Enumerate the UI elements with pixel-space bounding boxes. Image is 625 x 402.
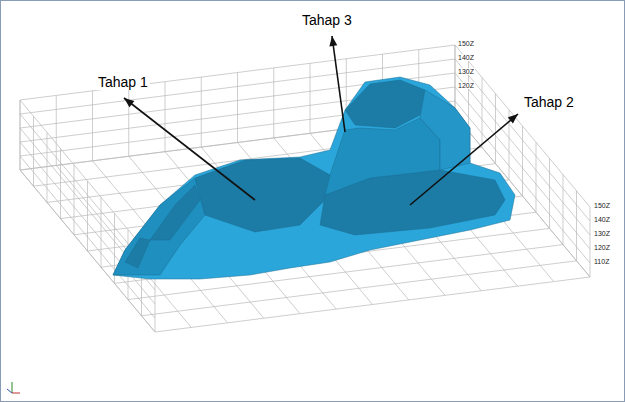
grid-line [576, 191, 577, 261]
grid-line [155, 277, 590, 332]
elevation-label: 120Z [457, 82, 475, 89]
dump-solid [113, 77, 515, 279]
dump-face [420, 90, 470, 170]
leader-line [410, 114, 518, 205]
grid-line [128, 86, 129, 156]
dump-face [325, 118, 440, 195]
dump-face [113, 178, 205, 275]
elevation-label: 120Z [593, 244, 611, 251]
leader-line [124, 98, 255, 200]
grid-line [74, 165, 75, 235]
grid-line [482, 77, 483, 147]
elevation-label: 140Z [593, 216, 611, 223]
grid-line [165, 82, 166, 152]
dump-face [125, 238, 150, 268]
grid-line [237, 73, 238, 143]
grid-line [101, 197, 102, 267]
grid-line [273, 68, 274, 138]
grid-line [590, 207, 591, 277]
leader-arrow [329, 36, 345, 132]
grid-line [20, 156, 155, 318]
grid-line [495, 94, 496, 164]
stage-label: Tahap 3 [300, 12, 354, 28]
arrow-head [124, 98, 134, 107]
grid-line [60, 149, 61, 219]
grid-line [87, 181, 88, 251]
grid-line [20, 73, 455, 128]
grid-line [33, 116, 34, 186]
grid-line [455, 45, 456, 115]
grid-line [310, 63, 311, 133]
elevation-label: 110Z [593, 258, 610, 265]
dump-face [150, 185, 200, 240]
grid-line [20, 142, 155, 304]
elevation-label: 130Z [457, 68, 475, 75]
elevation-label: 140Z [457, 54, 475, 61]
dump-face [113, 77, 515, 279]
elevation-label: 150Z [593, 202, 611, 209]
dump-face [345, 80, 425, 128]
grid-line [92, 91, 93, 161]
axis-icon [7, 382, 20, 393]
arrow-head [508, 114, 518, 124]
wireframe-grid [20, 45, 590, 332]
leader-line [332, 36, 345, 132]
stage-label: Tahap 1 [96, 74, 150, 90]
grid-line [536, 142, 537, 212]
leader-arrow [410, 114, 518, 205]
leader-arrows [124, 36, 518, 205]
grid-line [47, 132, 48, 202]
grid-line [20, 114, 155, 276]
grid-line [20, 100, 21, 170]
grid-line [56, 95, 57, 165]
grid-line [455, 45, 456, 115]
grid-line [20, 100, 21, 170]
elevation-label: 150Z [457, 40, 475, 47]
arrow-head [329, 36, 337, 46]
stage-label: Tahap 2 [522, 94, 576, 110]
grid-line [201, 77, 202, 147]
elevation-label: 130Z [593, 230, 611, 237]
grid-line [563, 175, 564, 245]
grid-line [549, 158, 550, 228]
grid-line [522, 126, 523, 196]
leader-arrow [124, 98, 255, 200]
